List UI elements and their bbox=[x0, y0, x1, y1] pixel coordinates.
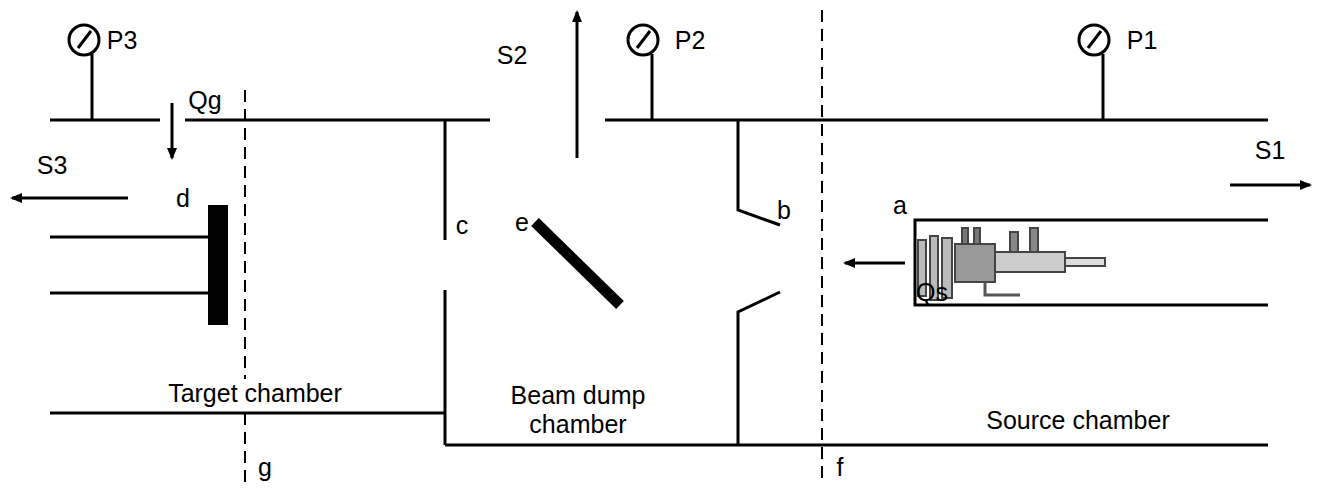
chamber-name: Beam dump chamber bbox=[493, 381, 663, 439]
plane-letter: f bbox=[837, 453, 844, 482]
flow-label: Qs bbox=[916, 278, 948, 307]
part-letter: a bbox=[893, 191, 907, 220]
plane-letter: g bbox=[258, 453, 272, 482]
pump-label: S3 bbox=[37, 151, 68, 180]
gauge-label: P3 bbox=[107, 26, 138, 55]
chamber-name: Target chamber bbox=[165, 379, 345, 408]
part-letter: e bbox=[515, 208, 529, 237]
gauge-label: P2 bbox=[675, 26, 706, 55]
flow-label: Qg bbox=[188, 86, 221, 115]
pump-label: S1 bbox=[1255, 136, 1286, 165]
chamber-name: Source chamber bbox=[986, 406, 1169, 435]
pump-label: S2 bbox=[497, 41, 528, 70]
part-letter: d bbox=[176, 184, 190, 213]
part-letter: b bbox=[777, 196, 791, 225]
gauge-label: P1 bbox=[1127, 26, 1158, 55]
part-letter: c bbox=[456, 211, 469, 240]
